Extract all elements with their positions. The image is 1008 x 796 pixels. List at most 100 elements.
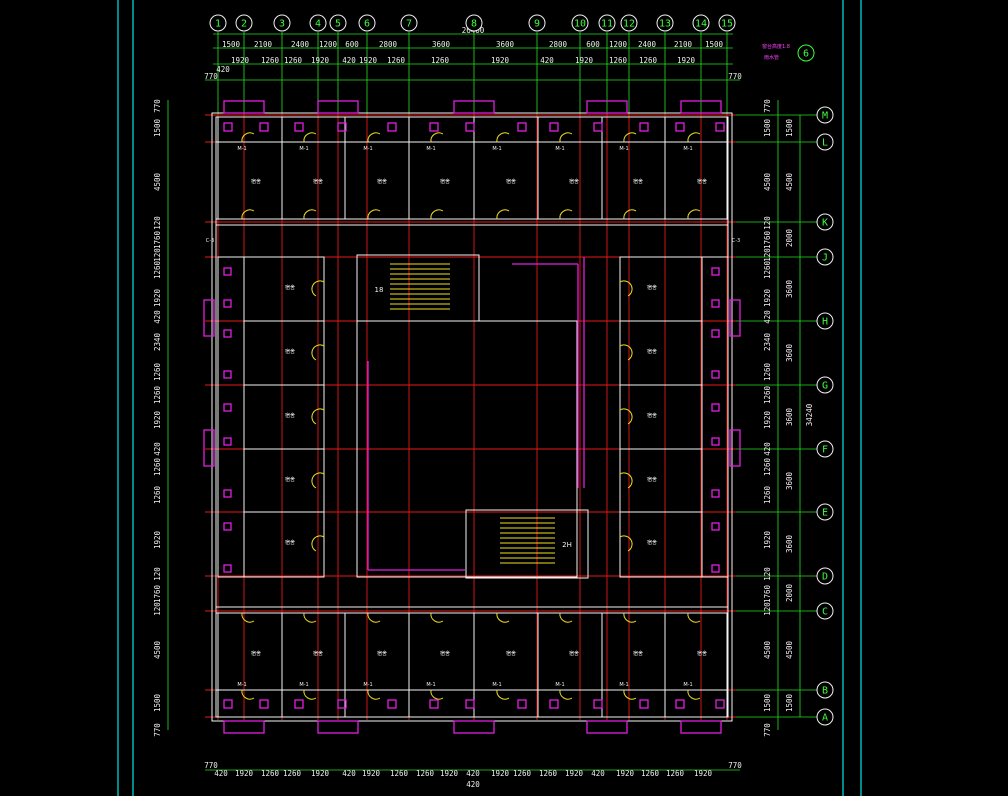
fixture-right xyxy=(711,522,720,531)
dim-right-col1: 1760 xyxy=(763,584,772,603)
door-swing xyxy=(430,689,444,700)
balcony-bottom xyxy=(453,720,495,734)
dim-top-row1: 1200 xyxy=(319,40,338,49)
door-code-top: M-1 xyxy=(363,146,372,152)
door-swing xyxy=(687,689,701,700)
row-label-F: F xyxy=(822,445,828,456)
dim-right-col1: 1260 xyxy=(763,485,772,504)
dim-right-col2: 3600 xyxy=(785,279,794,298)
detail-mark-circle xyxy=(797,44,815,62)
dim-right-col2: 1500 xyxy=(785,693,794,712)
balcony-bottom xyxy=(680,720,722,734)
dim-bottom-row: 1260 xyxy=(416,769,435,778)
fixture-right xyxy=(711,299,720,308)
column-bubble-13 xyxy=(656,14,674,32)
fixture-left xyxy=(223,437,232,446)
room-tag-left: 宿舍 xyxy=(285,412,295,419)
balcony-left xyxy=(203,429,215,467)
door-swing xyxy=(619,408,633,425)
dim-bottom-row: 420 xyxy=(591,769,605,778)
fixture-top xyxy=(223,122,233,132)
row-bubble-B xyxy=(816,681,834,699)
door-swing xyxy=(430,132,444,143)
room-tag-right: 宿舍 xyxy=(647,476,657,483)
column-label-2: 2 xyxy=(241,19,247,30)
dim-top-row1: 2100 xyxy=(254,40,273,49)
row-bubble-C xyxy=(816,602,834,620)
dim-top-420: 420 xyxy=(216,65,230,74)
note-downpipe: 雨水管 xyxy=(764,54,779,61)
fixture-left xyxy=(223,564,232,573)
fixture-bottom xyxy=(675,699,685,709)
dim-right-col2: 3600 xyxy=(785,534,794,553)
grid-lines xyxy=(205,32,817,720)
door-swing xyxy=(311,535,325,552)
row-label-A: A xyxy=(822,713,828,724)
dim-top-row1: 1500 xyxy=(705,40,724,49)
dim-bottom-row: 420 xyxy=(466,769,480,778)
column-label-15: 15 xyxy=(721,19,733,30)
dim-top-edge-left: 770 xyxy=(204,72,218,81)
room-tag-top: 宿舍 xyxy=(506,178,516,185)
fixture-top xyxy=(294,122,304,132)
room-tag-top: 宿舍 xyxy=(633,178,643,185)
door-swing xyxy=(619,535,633,552)
row-label-J: J xyxy=(822,253,828,264)
door-swing xyxy=(367,612,381,623)
door-swing xyxy=(496,209,510,220)
column-bubble-15 xyxy=(718,14,736,32)
room-tag-top: 宿舍 xyxy=(569,178,579,185)
dim-top-edge-right: 770 xyxy=(728,72,742,81)
row-label-K: K xyxy=(822,218,828,229)
fixture-top xyxy=(517,122,527,132)
door-swing xyxy=(241,612,255,623)
dim-right-col1: 420 xyxy=(763,442,772,456)
room-tag-top: 宿舍 xyxy=(697,178,707,185)
fixture-bottom xyxy=(549,699,559,709)
fixture-top xyxy=(675,122,685,132)
door-code-bottom: M-1 xyxy=(237,682,246,688)
room-tag-bottom: 宿舍 xyxy=(697,650,707,657)
balcony-bottom xyxy=(586,720,628,734)
dim-right-col2: 4500 xyxy=(785,640,794,659)
fixture-bottom xyxy=(429,699,439,709)
door-swing xyxy=(430,612,444,623)
dim-top-row2: 1920 xyxy=(311,56,330,65)
dim-right-col1: 120 xyxy=(763,216,772,230)
row-bubble-A xyxy=(816,708,834,726)
door-swing xyxy=(303,132,317,143)
dim-bottom-row: 1260 xyxy=(261,769,280,778)
dim-bottom-row: 1920 xyxy=(362,769,381,778)
fixture-left xyxy=(223,370,232,379)
dim-left-col: 1260 xyxy=(153,457,162,476)
door-code-bottom: M-1 xyxy=(492,682,501,688)
dim-left-col: 1260 xyxy=(153,260,162,279)
dim-left-col: 4500 xyxy=(153,172,162,191)
dim-left-col: 1920 xyxy=(153,288,162,307)
dim-bottom-edge-left: 770 xyxy=(204,761,218,770)
dim-bottom-row: 1260 xyxy=(666,769,685,778)
dim-left-col: 120 xyxy=(153,248,162,262)
dim-left-col: 770 xyxy=(153,99,162,113)
window-code-left: C-3 xyxy=(206,238,214,244)
balcony-right xyxy=(729,299,741,337)
dim-top-row2: 1260 xyxy=(431,56,450,65)
fixture-bottom xyxy=(465,699,475,709)
detail-mark-number: 6 xyxy=(803,49,809,60)
column-label-6: 6 xyxy=(364,19,370,30)
dim-right-col2: 1500 xyxy=(785,118,794,137)
dim-top-row2: 1260 xyxy=(609,56,628,65)
room-tag-bottom: 宿舍 xyxy=(377,650,387,657)
balcony-bottom xyxy=(317,720,359,734)
room-tag-top: 宿舍 xyxy=(440,178,450,185)
dim-top-row2: 1260 xyxy=(639,56,658,65)
door-swing xyxy=(241,132,255,143)
dim-top-row1: 3600 xyxy=(496,40,515,49)
door-swing xyxy=(367,209,381,220)
fixture-left xyxy=(223,489,232,498)
dim-right-col1: 420 xyxy=(763,310,772,324)
door-swing xyxy=(687,209,701,220)
row-label-M: M xyxy=(822,111,828,122)
dim-left-col: 2340 xyxy=(153,332,162,351)
